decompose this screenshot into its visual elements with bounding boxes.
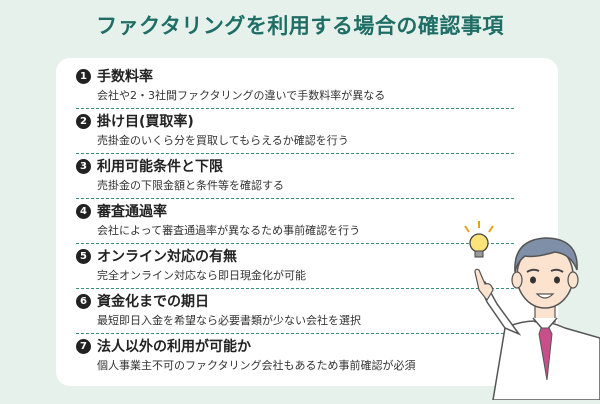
checklist-card: 1 手数料率 会社や2・3社間ファクタリングの違いで手数料率が異なる 2 掛け目(買… — [56, 58, 558, 386]
item-label: 法人以外の利用が可能か — [97, 339, 251, 355]
number-badge: 3 — [76, 158, 91, 174]
item-description: 最短即日入金を希望なら必要書類が少ない会社を選択 — [97, 314, 361, 327]
checklist-item-7: 7 法人以外の利用が可能か 個人事業主不可のファクタリング会社もあるため事前確認が… — [76, 334, 514, 380]
item-description: 個人事業主不可のファクタリング会社もあるため事前確認が必須 — [97, 359, 416, 372]
item-description: 売掛金のいくら分を買取してもらえるか確認を行う — [97, 134, 349, 147]
item-description: 完全オンライン対応なら即日現金化が可能 — [97, 269, 306, 282]
item-label: オンライン対応の有無 — [97, 249, 237, 265]
number-badge: 6 — [76, 293, 91, 309]
number-badge: 2 — [76, 113, 91, 129]
number-badge: 4 — [76, 203, 91, 219]
checklist-item-2: 2 掛け目(買取率) 売掛金のいくら分を買取してもらえるか確認を行う — [76, 109, 514, 155]
checklist-item-3: 3 利用可能条件と下限 売掛金の下限金額と条件等を確認する — [76, 154, 514, 200]
checklist-item-4: 4 審査通過率 会社によって審査通過率が異なるため事前確認を行う — [76, 199, 514, 245]
dashed-divider — [76, 108, 514, 109]
number-badge: 1 — [76, 68, 91, 84]
number-badge: 7 — [76, 338, 91, 354]
number-badge: 5 — [76, 248, 91, 264]
checklist-item-5: 5 オンライン対応の有無 完全オンライン対応なら即日現金化が可能 — [76, 244, 514, 290]
page-title: ファクタリングを利用する場合の確認事項 — [96, 14, 504, 38]
item-label: 審査通過率 — [97, 204, 167, 220]
item-description: 会社によって審査通過率が異なるため事前確認を行う — [97, 224, 361, 237]
item-description: 売掛金の下限金額と条件等を確認する — [97, 179, 284, 192]
dashed-divider — [76, 288, 514, 289]
item-label: 手数料率 — [97, 69, 153, 85]
item-label: 資金化までの期日 — [97, 294, 209, 310]
dashed-divider — [76, 198, 514, 199]
item-description: 会社や2・3社間ファクタリングの違いで手数料率が異なる — [97, 89, 386, 102]
item-label: 利用可能条件と下限 — [97, 159, 223, 175]
dashed-divider — [76, 333, 514, 334]
checklist-item-1: 1 手数料率 会社や2・3社間ファクタリングの違いで手数料率が異なる — [76, 64, 514, 110]
dashed-divider — [76, 153, 514, 154]
dashed-divider — [76, 243, 514, 244]
businessman-illustration — [455, 210, 600, 401]
checklist-item-6: 6 資金化までの期日 最短即日入金を希望なら必要書類が少ない会社を選択 — [76, 289, 514, 335]
lightbulb-icon — [464, 221, 494, 258]
item-label: 掛け目(買取率) — [97, 114, 194, 130]
